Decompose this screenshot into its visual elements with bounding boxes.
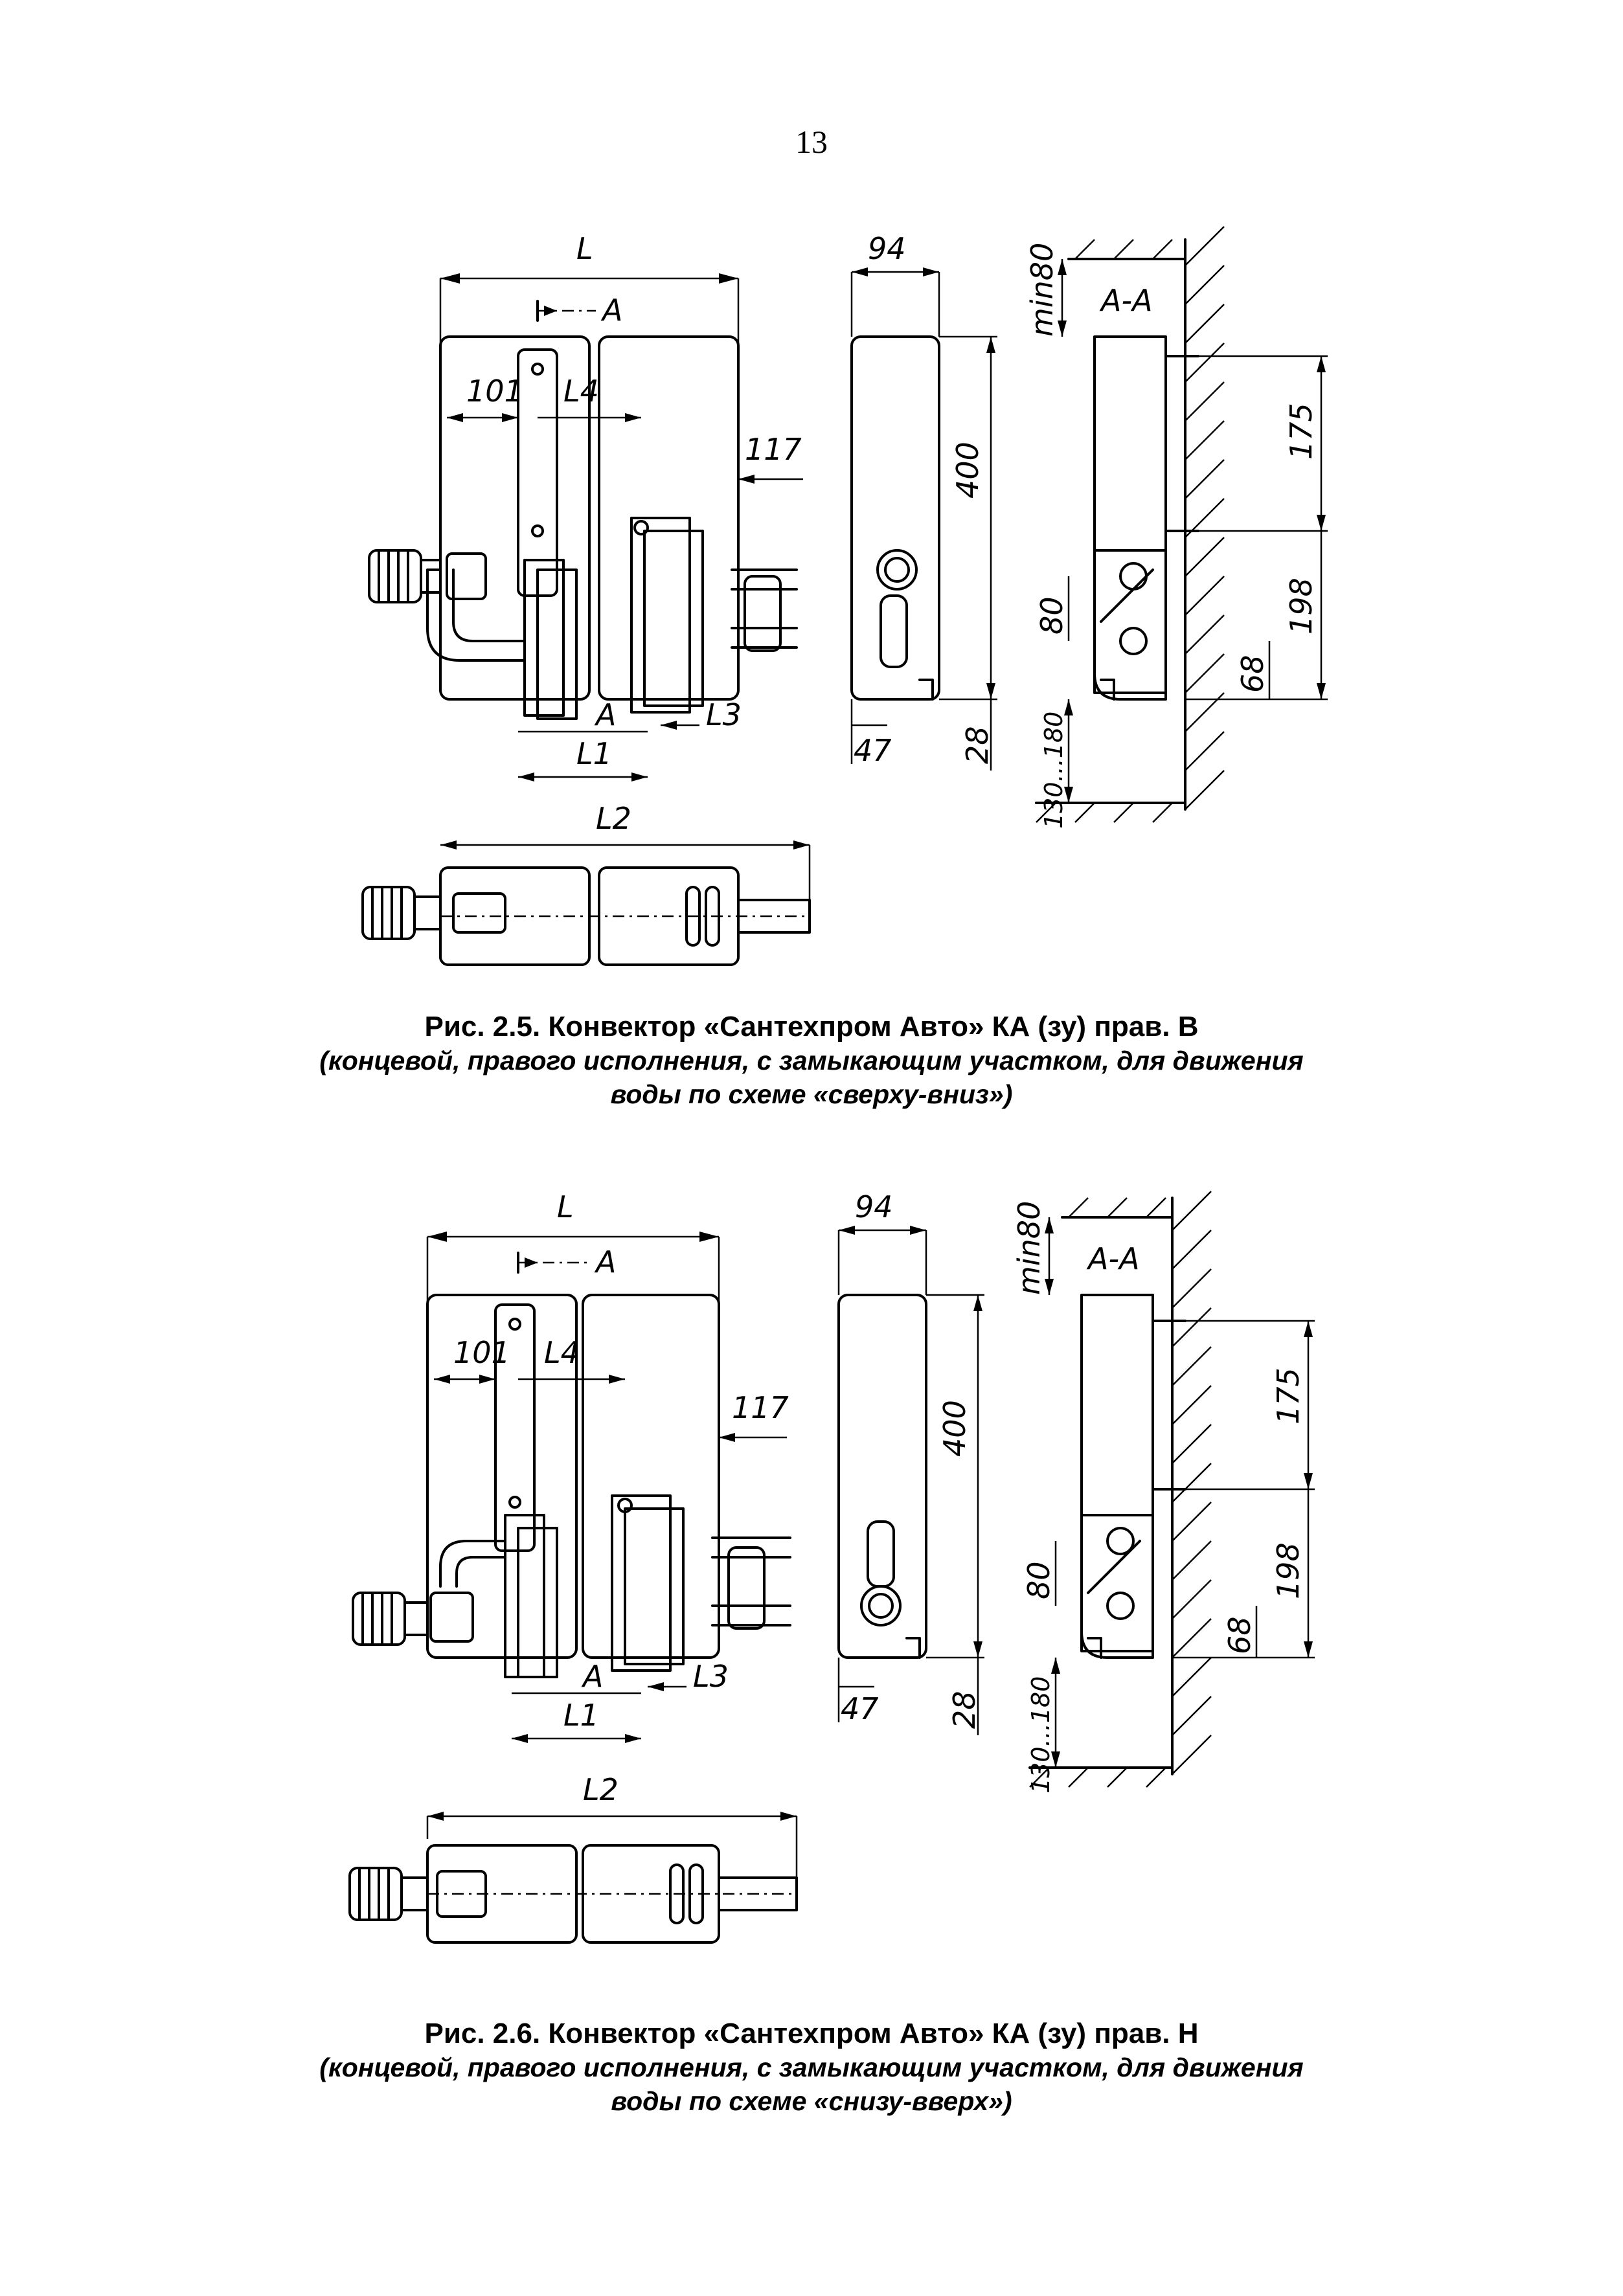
dim-117-label: 117: [732, 1390, 789, 1425]
dim-68-label: 68: [1222, 1616, 1257, 1654]
dim-min80-label: min80: [1012, 1201, 1047, 1295]
dim-L-label: L: [576, 231, 593, 266]
section-AA-view: min80 A-A 175 198 68 80 130...180: [1025, 226, 1328, 829]
section-AA-view: min80 A-A 175 198 68 80 130...180: [1012, 1191, 1315, 1794]
section-A-top-label: A: [594, 1244, 616, 1279]
figure-2-5-drawing: L A: [0, 207, 1623, 997]
dim-L1-label: L1: [563, 1698, 599, 1733]
figure-2-6-title: Рис. 2.6. Конвектор «Сантехпром Авто» КА…: [424, 2018, 1199, 2049]
dim-198-label: 198: [1271, 1542, 1306, 1599]
front-view: L A: [368, 231, 803, 782]
dim-28-label: 28: [960, 726, 995, 764]
section-AA-label: A-A: [1086, 1241, 1140, 1276]
section-A-bottom-label: A: [594, 697, 616, 732]
dim-198-label: 198: [1284, 578, 1319, 635]
dim-L2-label: L2: [596, 801, 631, 836]
dim-47-label: 47: [841, 1691, 879, 1726]
plan-view: L2: [361, 801, 811, 966]
dim-94-label: 94: [868, 231, 906, 266]
dim-47-label: 47: [854, 733, 892, 768]
dim-130-180-label: 130...180: [1027, 1676, 1055, 1794]
dim-175-label: 175: [1284, 403, 1319, 460]
section-A-bottom-label: A: [581, 1659, 603, 1694]
figure-2-6-subtitle-line2: воды по схеме «снизу-вверх»): [611, 2086, 1012, 2116]
dim-80-label: 80: [1034, 596, 1069, 635]
figure-2-5-caption: Рис. 2.5. Конвектор «Сантехпром Авто» КА…: [0, 1010, 1623, 1111]
dim-min80-label: min80: [1025, 243, 1060, 337]
figure-2-6-drawing: L A: [0, 1165, 1623, 1994]
dim-L3-label: L3: [706, 697, 742, 732]
dim-400-label: 400: [937, 1400, 972, 1457]
thermostat-valve-icon: [368, 549, 487, 603]
dim-80-label: 80: [1021, 1561, 1056, 1599]
dim-400-label: 400: [950, 442, 985, 499]
dim-L4-label: L4: [544, 1335, 580, 1370]
dim-130-180-label: 130...180: [1039, 712, 1068, 829]
dim-175-label: 175: [1271, 1367, 1306, 1424]
page-number: 13: [795, 124, 828, 160]
side-view: 94 400 47 28: [837, 1189, 984, 1735]
figure-2-5-subtitle-line1: (концевой, правого исполнения, с замыкаю…: [319, 1046, 1304, 1075]
dim-28-label: 28: [947, 1691, 982, 1729]
dim-94-label: 94: [855, 1189, 893, 1224]
front-view: L A: [352, 1189, 791, 1743]
side-view: 94 400 47 28: [850, 231, 997, 771]
dim-117-label: 117: [745, 432, 802, 467]
plan-view: L2: [348, 1772, 798, 1944]
thermostat-valve-plan-icon: [348, 1867, 487, 1921]
dim-L1-label: L1: [576, 736, 612, 771]
section-A-top-label: A: [600, 293, 622, 328]
figure-2-5-subtitle-line2: воды по схеме «сверху-вниз»): [610, 1079, 1013, 1109]
dim-L4-label: L4: [563, 374, 599, 409]
figure-2-6-caption: Рис. 2.6. Конвектор «Сантехпром Авто» КА…: [0, 2017, 1623, 2118]
dim-L3-label: L3: [693, 1659, 729, 1694]
section-AA-label: A-A: [1099, 283, 1153, 318]
dim-L-label: L: [557, 1189, 574, 1224]
thermostat-valve-plan-icon: [361, 886, 506, 940]
dim-L2-label: L2: [583, 1772, 619, 1807]
dim-101-label: 101: [453, 1335, 510, 1370]
dim-68-label: 68: [1235, 655, 1270, 693]
figure-2-5-title: Рис. 2.5. Конвектор «Сантехпром Авто» КА…: [424, 1011, 1199, 1042]
figure-2-6-subtitle-line1: (концевой, правого исполнения, с замыкаю…: [319, 2053, 1304, 2082]
thermostat-valve-icon: [352, 1592, 474, 1646]
dim-101-label: 101: [466, 374, 523, 409]
